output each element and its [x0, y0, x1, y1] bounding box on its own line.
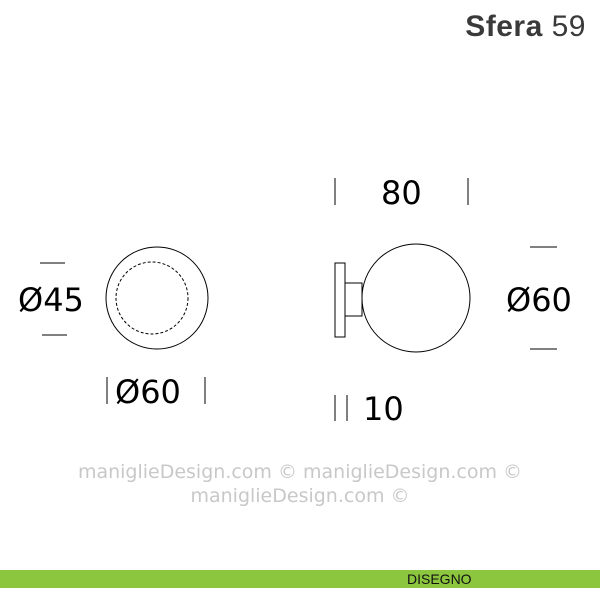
side-neck	[344, 282, 363, 317]
product-title: Sfera 59	[465, 10, 586, 44]
product-number: 59	[551, 10, 586, 43]
front-outer-circle	[105, 246, 209, 350]
footer-label: DISEGNO	[407, 571, 472, 587]
dimension-lines	[40, 178, 557, 421]
dim-front-outer: Ø60	[115, 373, 181, 411]
side-ball	[361, 243, 471, 353]
side-rose	[334, 262, 346, 338]
dim-side-length: 80	[381, 174, 422, 212]
watermark: maniglieDesign.com © maniglieDesign.com …	[77, 461, 523, 507]
dim-side-diameter: Ø60	[506, 281, 572, 319]
dim-front-inner: Ø45	[18, 281, 84, 319]
dim-rose-thickness: 10	[363, 390, 404, 428]
front-inner-dashed-circle	[115, 261, 189, 335]
product-name: Sfera	[465, 10, 543, 43]
footer-bar: DISEGNO	[0, 570, 600, 588]
